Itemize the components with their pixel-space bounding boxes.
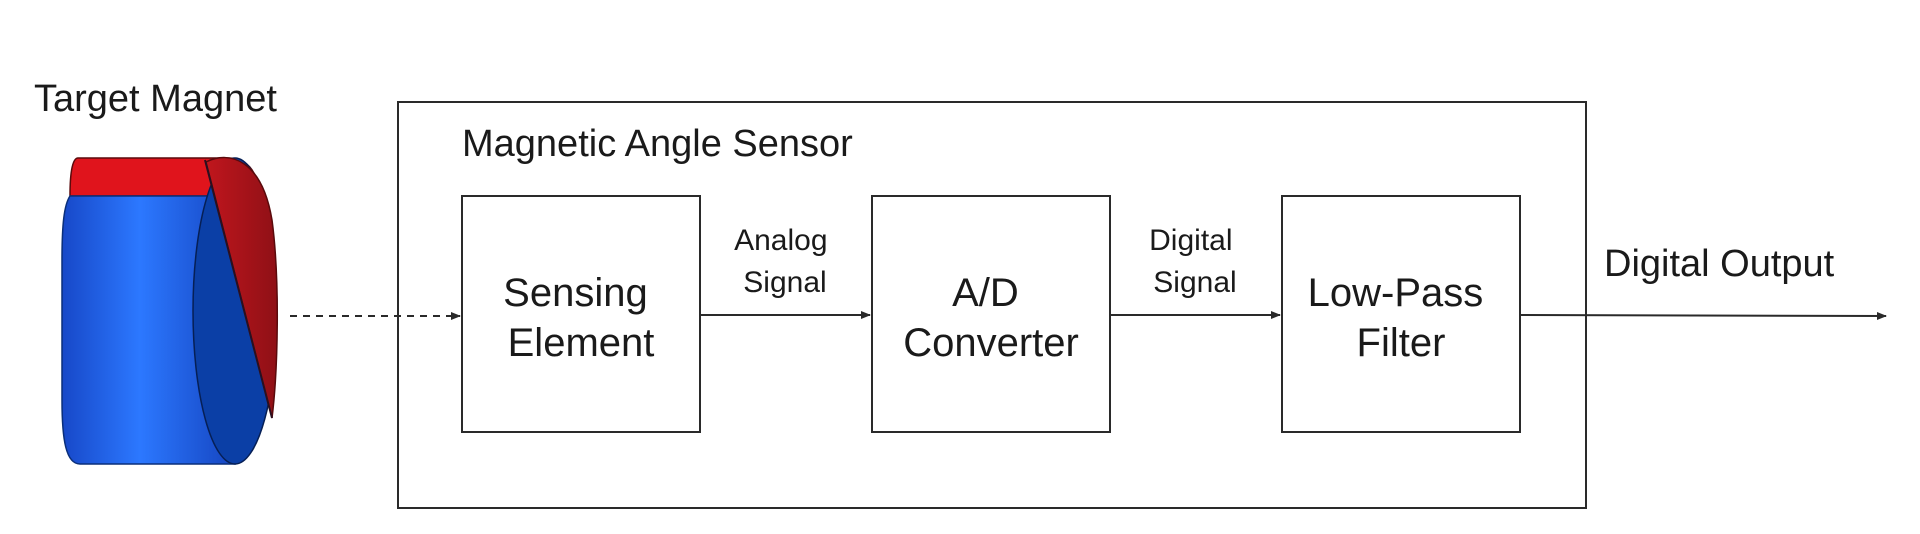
ad-converter-label-line-1: A/D <box>952 271 1019 315</box>
digital-signal-label-line-2: Signal <box>1153 266 1236 299</box>
ad-converter-block <box>871 195 1111 433</box>
analog-signal-label-line-1: Analog <box>734 224 827 257</box>
sensing-element-block <box>461 195 701 433</box>
target-magnet-image <box>61 156 279 465</box>
digital-output-label: Digital Output <box>1604 243 1835 285</box>
sensing-element-label-line-1: Sensing <box>503 271 648 315</box>
analog-signal-label: Analog Signal <box>734 224 836 299</box>
sensing-element-label: Sensing Element <box>503 271 659 365</box>
digital-signal-label: Digital Signal <box>1149 224 1241 299</box>
target-magnet-label: Target Magnet <box>34 78 277 120</box>
digital-signal-label-line-1: Digital <box>1149 224 1232 257</box>
low-pass-filter-label-line-2: Filter <box>1357 321 1446 365</box>
digital-output-arrow <box>1519 311 1887 320</box>
ad-converter-label: A/D Converter <box>903 271 1079 365</box>
sensor-boundary-box <box>397 101 1587 509</box>
sensing-element-label-line-2: Element <box>508 321 655 365</box>
ad-converter-label-line-2: Converter <box>903 321 1079 365</box>
low-pass-filter-label: Low-Pass Filter <box>1308 271 1495 365</box>
low-pass-filter-block <box>1281 195 1521 433</box>
low-pass-filter-label-line-1: Low-Pass <box>1308 271 1484 315</box>
analog-signal-label-line-2: Signal <box>743 266 826 299</box>
sensor-title: Magnetic Angle Sensor <box>462 123 853 165</box>
